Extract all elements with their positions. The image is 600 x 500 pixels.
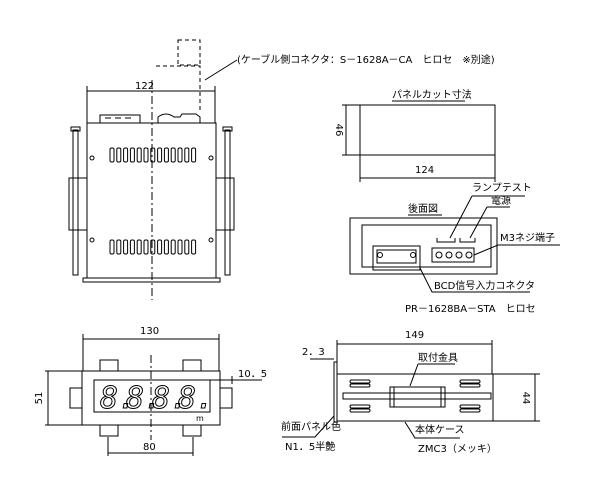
vent-slot	[123, 147, 129, 163]
side-view: 149 2．3 取付金具 44 前面パネル色 N1．5半艶 本体ケース ZMC3…	[281, 330, 540, 455]
display-window	[93, 379, 211, 413]
vent-slot	[170, 147, 176, 163]
bracket-label: 取付金具	[418, 351, 458, 364]
rear-view-title: 後面図	[408, 202, 438, 215]
vent-slot	[136, 147, 142, 163]
vents	[109, 147, 197, 255]
bcd-connector-label: BCD信号入力コネクタ	[434, 279, 535, 292]
vent-slot	[459, 379, 481, 384]
vent-slot	[184, 239, 190, 255]
vent-slot	[191, 147, 197, 163]
bcd-connector	[372, 245, 421, 271]
vent-slot	[109, 147, 115, 163]
panel-cut-title: パネルカット寸法	[392, 88, 472, 101]
digit-1: 8.	[100, 381, 136, 416]
vent-slot	[129, 239, 135, 255]
case-finish: ZMC3（メッキ）	[418, 443, 497, 455]
mounting-bolt-left	[68, 126, 88, 276]
mounting-bolt-right	[215, 126, 235, 276]
vent-slot	[459, 404, 481, 409]
vent-slot	[184, 147, 190, 163]
leader-cable	[204, 59, 238, 81]
vent-slot	[143, 147, 149, 163]
top-view: 122 (ケーブル側コネクタ：S－1628A－CA ヒロセ ※別途)	[68, 39, 495, 300]
vent-slot	[163, 239, 169, 255]
vent-slot	[459, 383, 481, 388]
dim-44: 44	[520, 392, 531, 405]
rear-view: 後面図 ランプテスト 電源 M3ネジ端子 BCD信号入力コネクタ PR－1628…	[349, 182, 560, 315]
vent-slot	[349, 383, 371, 388]
vent-slot	[116, 239, 122, 255]
case-label: 本体ケース	[415, 423, 465, 436]
panel-color-label: 前面パネル色	[281, 420, 341, 433]
power-label: 電源	[491, 194, 511, 207]
vent-slot	[349, 408, 371, 413]
vent-slot	[157, 239, 163, 255]
digit-4: 8.	[178, 381, 214, 416]
vent-slot	[150, 239, 156, 255]
dim-51: 51	[34, 392, 45, 405]
side-vents	[349, 379, 481, 413]
cable-connector-hidden	[156, 65, 201, 110]
vent-slot	[170, 239, 176, 255]
vent-slot	[163, 147, 169, 163]
vent-slot	[349, 404, 371, 409]
dim-130: 130	[140, 326, 159, 337]
digit-2: 8.	[126, 381, 162, 416]
unit-label: m	[196, 414, 204, 423]
vent-slot	[150, 147, 156, 163]
dim-122: 122	[135, 81, 154, 92]
dim-124: 124	[415, 165, 434, 176]
vent-slot	[129, 147, 135, 163]
mounting-bolt-side	[342, 392, 492, 400]
front-view: 130 8. 8. 8. 8. m 51 80 10．5	[34, 326, 267, 456]
cable-connector-outline	[177, 39, 201, 66]
cable-connector-note: (ケーブル側コネクタ：S－1628A－CA ヒロセ ※別途)	[237, 53, 495, 66]
terminal-block	[431, 247, 475, 263]
vent-slot	[143, 239, 149, 255]
case-body-side	[336, 373, 494, 422]
vent-slot	[116, 147, 122, 163]
dim-2-3: 2．3	[302, 347, 325, 358]
vent-slot	[157, 147, 163, 163]
vent-slot	[136, 239, 142, 255]
lamp-test-label: ランプテスト	[472, 182, 532, 194]
dim-10-5: 10．5	[238, 369, 267, 380]
rear-panel-inner	[361, 224, 492, 268]
dim-46: 46	[333, 124, 344, 137]
vent-slot	[191, 239, 197, 255]
vent-slot	[349, 379, 371, 384]
dim-149: 149	[405, 330, 424, 341]
vent-slot	[459, 408, 481, 413]
panel-cut-rect	[359, 104, 496, 156]
connector-part-label: PR－1628BA－STA ヒロセ	[405, 303, 536, 315]
vent-slot	[109, 239, 115, 255]
terminal-block-top	[99, 114, 141, 123]
bcd-connector-top	[157, 113, 201, 123]
dim-80: 80	[143, 442, 156, 453]
vent-slot	[177, 147, 183, 163]
mounting-bracket	[389, 386, 446, 408]
vent-slot	[123, 239, 129, 255]
panel-cut-view: パネルカット寸法 46 124	[333, 88, 496, 182]
digit-3: 8.	[152, 381, 188, 416]
m3-terminal-label: M3ネジ端子	[500, 231, 555, 244]
panel-color-value: N1．5半艶	[285, 440, 335, 453]
rear-panel-outer	[349, 217, 498, 275]
vent-slot	[177, 239, 183, 255]
